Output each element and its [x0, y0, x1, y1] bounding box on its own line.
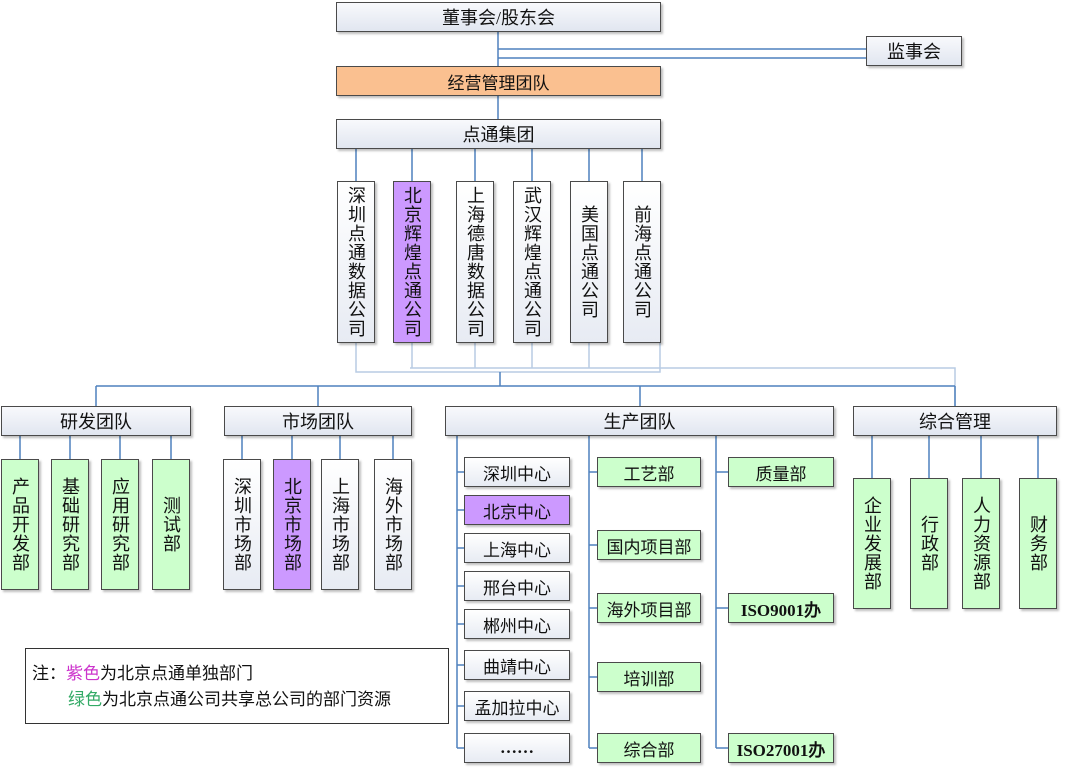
dept-testing: 测试部: [152, 459, 190, 590]
legend-green-word: 绿色: [68, 690, 102, 709]
company-qianhai: 前海点通公司: [623, 181, 661, 343]
company-shanghai: 上海德唐数据公司: [456, 181, 494, 343]
dept-applied-research: 应用研究部: [101, 459, 139, 590]
company-beijing: 北京辉煌点通公司: [393, 181, 431, 343]
legend-purple-text: 为北京点通单独部门: [100, 664, 253, 683]
team-rd: 研发团队: [1, 406, 191, 436]
group-box: 点通集团: [336, 119, 661, 149]
company-wuhan: 武汉辉煌点通公司: [513, 181, 551, 343]
center-shenzhen: 深圳中心: [464, 457, 570, 487]
dept-iso9001: ISO9001办: [728, 593, 834, 623]
team-market: 市场团队: [224, 406, 412, 436]
dept-finance: 财务部: [1019, 478, 1057, 609]
company-shenzhen: 深圳点通数据公司: [337, 181, 375, 343]
dept-administration: 行政部: [910, 478, 948, 609]
center-shanghai: 上海中心: [464, 533, 570, 563]
company-usa: 美国点通公司: [570, 181, 608, 343]
dept-market-beijing: 北京市场部: [273, 459, 311, 590]
legend-prefix: 注：: [32, 664, 66, 683]
center-chenzhou: 郴州中心: [464, 609, 570, 639]
legend-line-green: 绿色为北京点通公司共享总公司的部门资源: [32, 687, 448, 713]
center-more: ……: [464, 733, 570, 763]
dept-product-dev: 产品开发部: [1, 459, 39, 590]
dept-training: 培训部: [597, 662, 701, 692]
dept-process: 工艺部: [597, 457, 701, 487]
team-production: 生产团队: [445, 406, 834, 436]
legend-green-text: 为北京点通公司共享总公司的部门资源: [102, 690, 391, 709]
dept-domestic-projects: 国内项目部: [597, 530, 701, 560]
center-xingtai: 邢台中心: [464, 571, 570, 601]
dept-market-shenzhen: 深圳市场部: [223, 459, 261, 590]
dept-basic-research: 基础研究部: [51, 459, 89, 590]
dept-human-resources: 人力资源部: [962, 478, 1000, 609]
supervisors-box: 监事会: [866, 36, 962, 66]
legend-purple-word: 紫色: [66, 664, 100, 683]
center-bangladesh: 孟加拉中心: [464, 691, 570, 721]
management-box: 经营管理团队: [336, 66, 661, 96]
dept-corp-development: 企业发展部: [853, 478, 891, 609]
dept-market-overseas: 海外市场部: [374, 459, 412, 590]
board-box: 董事会/股东会: [336, 2, 661, 32]
dept-general-affairs: 综合部: [597, 733, 701, 763]
center-beijing: 北京中心: [464, 495, 570, 525]
dept-overseas-projects: 海外项目部: [597, 593, 701, 623]
legend-line-purple: 注：紫色为北京点通单独部门: [32, 661, 448, 687]
legend-note: 注：紫色为北京点通单独部门 绿色为北京点通公司共享总公司的部门资源: [25, 648, 449, 724]
dept-quality: 质量部: [728, 457, 834, 487]
dept-market-shanghai: 上海市场部: [321, 459, 359, 590]
center-qujing: 曲靖中心: [464, 650, 570, 680]
team-admin: 综合管理: [853, 406, 1057, 436]
dept-iso27001: ISO27001办: [728, 733, 834, 763]
